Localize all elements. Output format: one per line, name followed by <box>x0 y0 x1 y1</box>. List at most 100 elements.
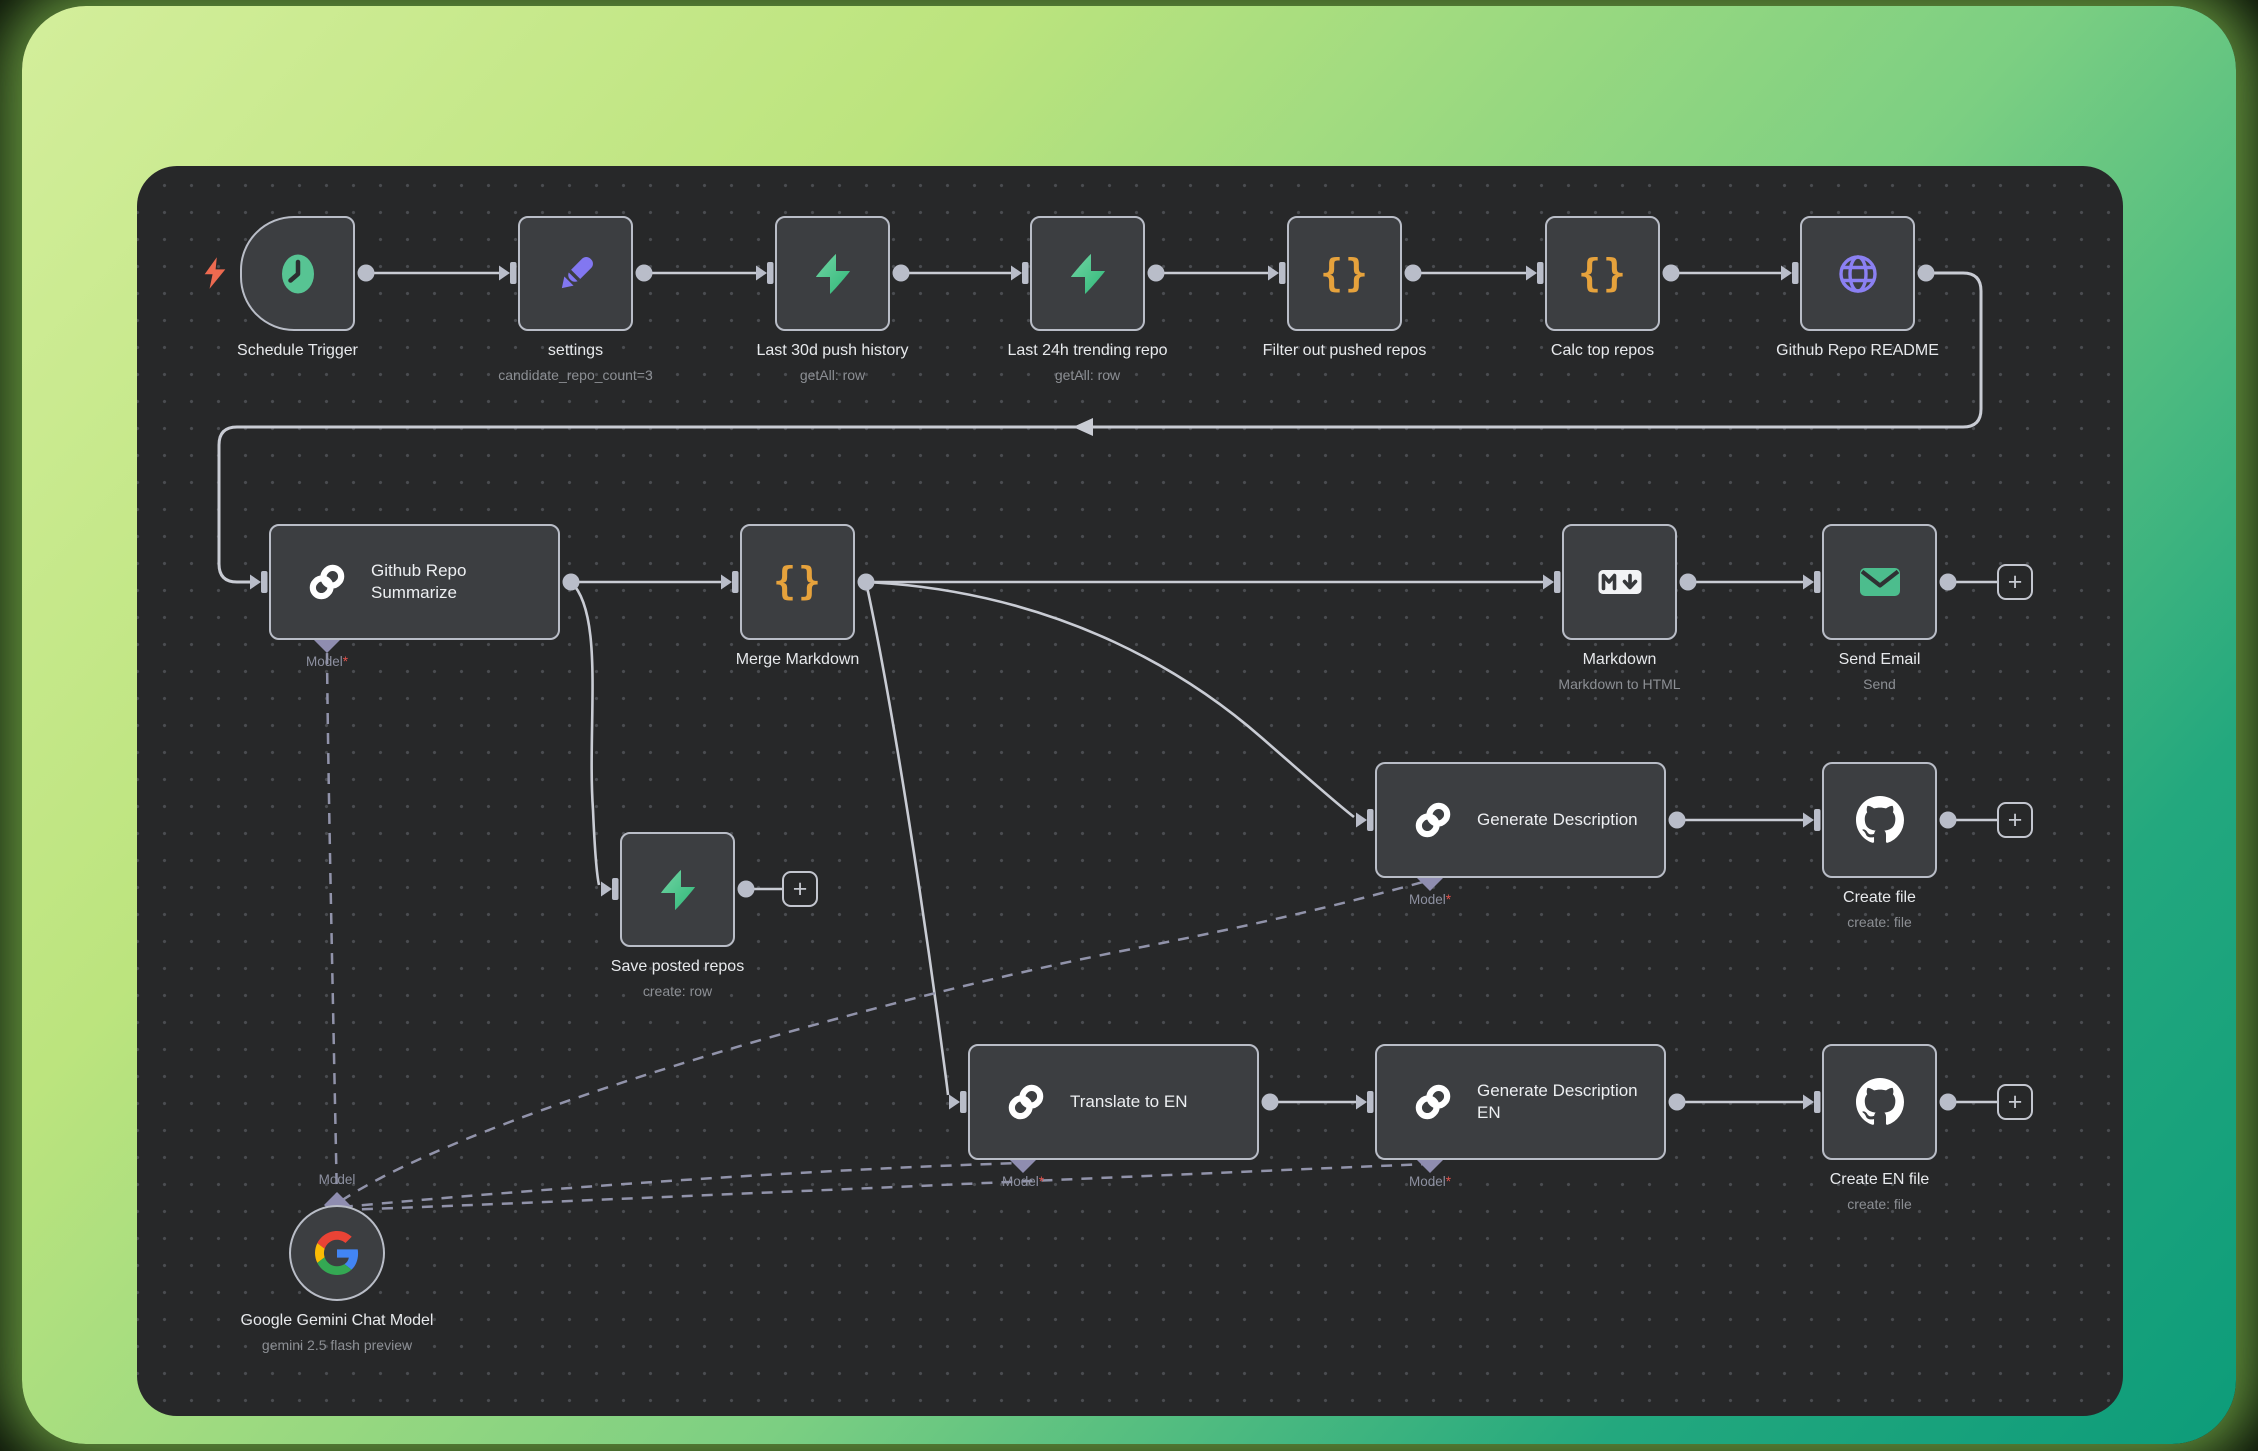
input-endpoint[interactable] <box>1554 571 1561 593</box>
input-arrow <box>1803 574 1814 590</box>
input-arrow <box>1526 265 1537 281</box>
svg-text:{}: {} <box>1579 251 1627 295</box>
node-generate-description[interactable]: Generate Description <box>1375 762 1666 878</box>
input-endpoint[interactable] <box>1814 809 1821 831</box>
output-endpoint[interactable] <box>1917 264 1935 282</box>
loopback-arrow <box>1073 418 1093 436</box>
model-connection <box>340 879 1428 1203</box>
input-endpoint[interactable] <box>510 262 517 284</box>
add-node-button[interactable]: + <box>782 871 818 907</box>
output-endpoint[interactable] <box>562 573 580 591</box>
node-markdown[interactable] <box>1562 524 1677 640</box>
clock-icon <box>274 250 322 298</box>
solid-connections <box>217 271 1997 1104</box>
markdown-icon <box>1596 558 1644 606</box>
node-settings[interactable] <box>518 216 633 331</box>
supabase-bolt-icon <box>654 866 702 914</box>
output-endpoint[interactable] <box>857 573 875 591</box>
input-endpoint[interactable] <box>960 1091 967 1113</box>
model-connections <box>325 651 1428 1212</box>
node-create-file[interactable] <box>1822 762 1937 878</box>
envelope-icon <box>1856 558 1904 606</box>
input-arrow <box>1011 265 1022 281</box>
input-arrow <box>1803 812 1814 828</box>
input-endpoint[interactable] <box>261 571 268 593</box>
add-node-button[interactable]: + <box>1997 564 2033 600</box>
input-endpoint[interactable] <box>1814 1091 1821 1113</box>
code-braces-icon: {} <box>1579 250 1627 298</box>
input-endpoint[interactable] <box>1792 262 1799 284</box>
node-merge-markdown[interactable]: {} <box>740 524 855 640</box>
input-arrow <box>721 574 732 590</box>
output-endpoint[interactable] <box>1679 573 1697 591</box>
node-schedule-trigger[interactable] <box>240 216 355 331</box>
output-endpoint[interactable] <box>1668 811 1686 829</box>
input-endpoint[interactable] <box>1537 262 1544 284</box>
input-endpoint[interactable] <box>1279 262 1286 284</box>
node-github-repo-readme[interactable] <box>1800 216 1915 331</box>
chain-icon <box>1409 1078 1457 1126</box>
pencil-icon <box>552 250 600 298</box>
input-endpoint[interactable] <box>1367 1091 1374 1113</box>
input-endpoint[interactable] <box>612 878 619 900</box>
node-generate-description-en[interactable]: Generate Description EN <box>1375 1044 1666 1160</box>
node-last-24h-trending-repo[interactable] <box>1030 216 1145 331</box>
input-arrow <box>1356 1094 1367 1110</box>
node-title: Translate to EN <box>1070 1091 1188 1111</box>
node-last-30d-push-history[interactable] <box>775 216 890 331</box>
code-braces-icon: {} <box>1321 250 1369 298</box>
input-arrow <box>1803 1094 1814 1110</box>
input-arrow <box>1356 812 1367 828</box>
output-endpoint[interactable] <box>737 880 755 898</box>
input-endpoint[interactable] <box>732 571 739 593</box>
output-endpoint[interactable] <box>1147 264 1165 282</box>
input-arrow <box>499 265 510 281</box>
output-endpoint[interactable] <box>1261 1093 1279 1111</box>
github-icon <box>1855 796 1904 844</box>
input-arrow <box>250 574 261 590</box>
output-endpoint[interactable] <box>1939 811 1957 829</box>
output-endpoint[interactable] <box>892 264 910 282</box>
output-endpoint[interactable] <box>1662 264 1680 282</box>
output-endpoint[interactable] <box>1939 573 1957 591</box>
node-title: Github Repo Summarize <box>371 560 467 602</box>
input-arrow <box>949 1094 960 1110</box>
output-endpoint[interactable] <box>1939 1093 1957 1111</box>
svg-text:{}: {} <box>774 559 822 603</box>
node-filter-out-pushed-repos[interactable]: {} <box>1287 216 1402 331</box>
node-google-gemini-chat-model[interactable] <box>289 1205 385 1301</box>
node-send-email[interactable] <box>1822 524 1937 640</box>
model-connection <box>341 1161 1021 1209</box>
input-endpoint[interactable] <box>1814 571 1821 593</box>
node-title: Generate Description EN <box>1477 1080 1638 1122</box>
output-endpoint[interactable] <box>1404 264 1422 282</box>
node-calc-top-repos[interactable]: {} <box>1545 216 1660 331</box>
input-arrow <box>601 881 612 897</box>
model-connection <box>325 651 339 1205</box>
input-arrow <box>1543 574 1554 590</box>
supabase-bolt-icon <box>1064 250 1112 298</box>
output-endpoint[interactable] <box>635 264 653 282</box>
google-icon <box>315 1231 359 1275</box>
connections-layer <box>217 262 1997 1218</box>
input-endpoint[interactable] <box>1367 809 1374 831</box>
output-endpoint[interactable] <box>1668 1093 1686 1111</box>
input-endpoint[interactable] <box>1022 262 1029 284</box>
node-save-posted-repos[interactable] <box>620 832 735 947</box>
add-node-button[interactable]: + <box>1997 1084 2033 1120</box>
chain-icon <box>1409 796 1457 844</box>
input-arrow <box>1781 265 1792 281</box>
node-translate-to-en[interactable]: Translate to EN <box>968 1044 1259 1160</box>
output-endpoint[interactable] <box>357 264 375 282</box>
node-github-repo-summarize[interactable]: Github Repo Summarize <box>269 524 560 640</box>
chain-icon <box>303 558 351 606</box>
supabase-bolt-icon <box>809 250 857 298</box>
input-endpoint[interactable] <box>767 262 774 284</box>
node-create-en-file[interactable] <box>1822 1044 1937 1160</box>
github-icon <box>1855 1078 1904 1126</box>
chain-icon <box>1002 1078 1050 1126</box>
model-connection <box>341 1162 1428 1212</box>
connection <box>864 581 950 1096</box>
add-node-button[interactable]: + <box>1997 802 2033 838</box>
